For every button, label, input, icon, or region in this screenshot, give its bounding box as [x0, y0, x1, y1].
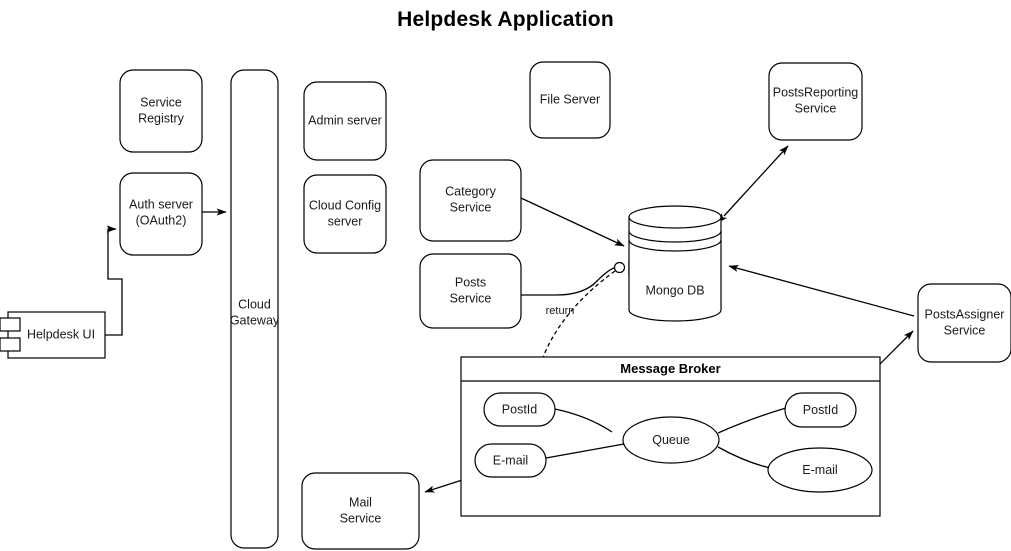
message-broker-title: Message Broker	[620, 361, 720, 376]
edge-category-service-to-mongo-db	[520, 197, 625, 247]
node-label-2: Service	[450, 200, 492, 214]
node-cloud-config-server[interactable]: Cloud Config server	[303, 174, 387, 254]
broker-node-label: E-mail	[802, 463, 837, 477]
edge-mongo-db-to-posts-reporting-service	[717, 145, 789, 223]
node-label: PostsAssigner	[925, 307, 1005, 321]
broker-node-post-id-right[interactable]: PostId	[784, 392, 857, 428]
node-label-2: Registry	[138, 111, 185, 125]
node-label: Mail	[349, 495, 372, 509]
broker-node-label: PostId	[502, 402, 537, 416]
node-label-2: Gateway	[230, 313, 280, 327]
node-label: Admin server	[308, 113, 382, 127]
node-label: PostsReporting	[773, 85, 859, 99]
edge-label-return: return	[546, 305, 575, 317]
node-label: Cloud	[238, 297, 271, 311]
edge-posts-assigner-service-to-mongo-db	[728, 264, 915, 317]
node-label: Posts	[455, 275, 486, 289]
node-posts-assigner-service[interactable]: PostsAssigner Service	[917, 283, 1011, 363]
edge-posts-service-to-mongo-db	[521, 260, 630, 296]
broker-node-queue[interactable]: Queue	[622, 416, 720, 464]
node-category-service[interactable]: Category Service	[419, 159, 522, 242]
node-label: Mongo DB	[645, 283, 704, 297]
node-mongo-db[interactable]: Mongo DB	[628, 205, 722, 322]
node-label-2: Service	[944, 323, 986, 337]
broker-node-email-left[interactable]: E-mail	[474, 443, 547, 478]
broker-node-email-right[interactable]: E-mail	[767, 447, 873, 493]
node-posts-service[interactable]: Posts Service	[419, 253, 522, 329]
node-mail-service[interactable]: Mail Service	[301, 472, 420, 550]
node-posts-reporting-service[interactable]: PostsReporting Service	[768, 62, 863, 141]
node-label-2: server	[328, 214, 363, 228]
broker-node-label: Queue	[652, 433, 690, 447]
node-label-2: Service	[795, 101, 837, 115]
node-file-server[interactable]: File Server	[529, 61, 611, 139]
broker-node-post-id-left[interactable]: PostId	[483, 392, 556, 427]
node-cloud-gateway[interactable]: Cloud Gateway	[230, 69, 280, 549]
edge-post-id-left-to-queue	[554, 408, 613, 433]
node-label: Category	[445, 184, 496, 198]
edge-helpdesk-ui-to-auth-server	[105, 225, 123, 336]
broker-node-label: E-mail	[493, 453, 528, 467]
node-label: Service	[140, 95, 182, 109]
node-label: Helpdesk UI	[27, 327, 95, 341]
node-admin-server[interactable]: Admin server	[303, 81, 387, 161]
broker-internal-edges	[545, 407, 787, 469]
edge-email-left-to-queue	[545, 443, 625, 459]
edge-mongo-db-return-to-post-id: return	[538, 270, 616, 387]
edge-queue-to-email-right	[717, 446, 771, 469]
edge-queue-to-post-id-right	[717, 407, 787, 434]
page-title: Helpdesk Application	[397, 8, 614, 31]
node-auth-server[interactable]: Auth server (OAuth2)	[119, 172, 203, 256]
broker-node-label: PostId	[803, 403, 838, 417]
node-label-2: (OAuth2)	[136, 213, 187, 227]
node-label: Auth server	[129, 197, 193, 211]
node-service-registry[interactable]: Service Registry	[119, 69, 203, 153]
node-label-2: Service	[340, 511, 382, 525]
node-label: Cloud Config	[309, 198, 381, 212]
node-label: File Server	[540, 92, 600, 106]
node-helpdesk-ui[interactable]: Helpdesk UI	[0, 311, 106, 359]
node-label-2: Service	[450, 291, 492, 305]
